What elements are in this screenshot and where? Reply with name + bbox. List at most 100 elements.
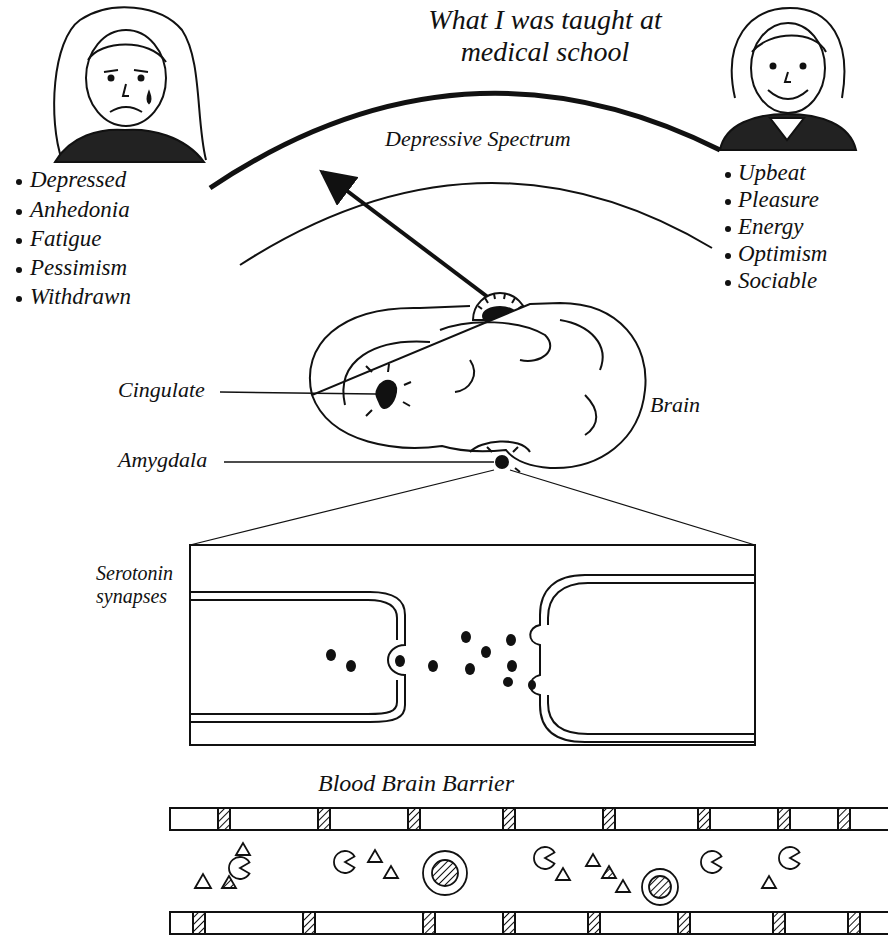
synapse-neurons-part [190,592,405,722]
sad-face-part [88,45,166,63]
bullet-dots-part [16,296,22,302]
brain-outline-part [470,441,530,452]
vessel-wall-part-part [838,808,850,830]
blood-particles-part [602,866,616,878]
part-label: Blood Brain Barrier [318,770,514,798]
vessel-wall-part-part [503,912,515,934]
serotonin-dots-part [507,660,517,672]
serotonin-dots-part [346,660,356,672]
zoom-line [510,470,755,545]
bullet-dots-part [725,280,731,286]
blood-particles-part [368,850,382,862]
blood-particles-part [229,857,250,879]
happy-face-part [770,118,804,140]
happy-face-part [785,72,791,82]
sad-face-part [55,130,204,162]
vessel-wall-part-part [698,808,710,830]
amygdala-spot-part [496,456,508,468]
brain-outline-part [455,360,474,392]
serotonin-dots [326,631,536,690]
serotonin-dots-part [428,660,438,672]
part-label: Brain [650,392,700,417]
amygdala-spot [487,447,520,472]
blood-particles-part [616,880,630,892]
serotonin-dots-part [461,631,471,643]
part-label: Amygdala [118,447,207,472]
happy-face-part [720,114,856,150]
blood-particles-part [586,854,600,866]
brain-outline [310,303,646,468]
vessel-wall-part-part [408,808,420,830]
synapse-neurons-part [530,575,755,742]
vessel-wall-part-part [678,912,690,934]
bullet-dots-part [16,267,22,273]
serotonin-dots-part [503,677,513,687]
vessel-wall-part-part [503,808,515,830]
part-label: Cingulate [118,377,205,402]
vessel-wall-part-part [318,808,330,830]
blood-particles-part [236,843,250,855]
bullet-dots-part [16,238,22,244]
bullet-dots-part [725,226,731,232]
bullet-dots-part [16,179,22,185]
vessel-wall-part-part [218,808,230,830]
synapse-neurons-part [548,583,755,734]
bullet-dots-part [725,172,731,178]
happy-face-part [771,64,776,69]
serotonin-dots-part [326,649,336,661]
blood-particles-part [649,876,671,898]
pointer-arrow [322,172,497,304]
leader-line [220,392,376,394]
blood-particles-part [334,851,355,873]
blood-particles-part [195,874,211,888]
blood-particles-part [762,876,776,888]
amygdala-spot-part [487,447,520,472]
bullet-dots-part [725,199,731,205]
vessel-wall-part-part [193,912,205,934]
cingulate-spot-part [376,381,396,408]
blood-particles-part [779,847,800,869]
symptom-item: Depressed [30,167,126,193]
leader-line [224,461,494,463]
trait-item: Optimism [738,241,827,267]
spectrum-arc [210,93,720,188]
bullet-dots-part [725,253,731,259]
brain-outline-part [440,322,550,361]
serotonin-dots-part [395,655,405,667]
cingulate-spot-part [366,364,411,416]
happy-face [720,8,856,150]
synapse-neurons-part [190,600,397,714]
trait-item: Sociable [738,268,817,294]
blood-particles-part [701,851,722,873]
spectrum-label: Depressive Spectrum [385,126,571,151]
serotonin-dots-part [528,680,536,690]
title: What I was taught at medical school [400,4,690,68]
part-label: Serotonin synapses [96,562,186,608]
blood-particles-part [423,851,467,895]
vessel-wall-part [193,808,860,934]
happy-face-part [801,64,806,69]
blood-particles-part [534,847,555,869]
vessel-wall-part-part [588,912,600,934]
spectrum-arc-inner [240,183,712,265]
happy-face-part [752,36,826,53]
sad-face-part [110,107,142,112]
bullet-dots-part [16,209,22,215]
happy-face-part [751,23,825,113]
trait-item: Upbeat [738,160,806,186]
vessel-wall [170,808,888,934]
symptom-item: Pessimism [30,255,127,281]
vessel-wall-part-part [773,912,785,934]
symptom-item: Withdrawn [30,284,131,310]
sad-face [54,7,206,162]
sad-face-part [139,76,144,81]
happy-face-part [768,90,808,99]
vessel-wall-part-part [603,808,615,830]
serotonin-dots-part [506,634,516,646]
blood-particles [195,843,800,905]
symptom-item: Anhedonia [30,197,130,223]
blood-particles-part [642,869,678,905]
sad-face-part [109,76,114,81]
serotonin-dots-part [465,663,475,675]
